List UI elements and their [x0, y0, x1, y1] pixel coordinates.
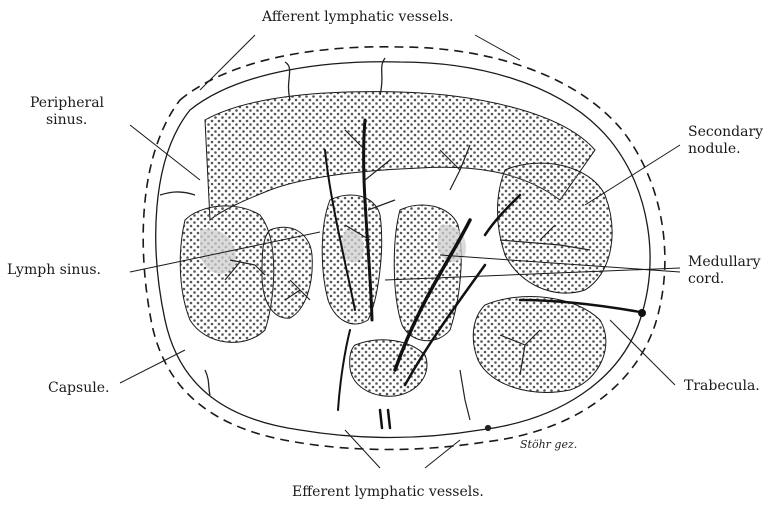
label-peripheral-sinus-line1: Peripheral — [30, 95, 104, 112]
label-medullary-cord-line1: Medullary — [688, 254, 761, 271]
label-secondary-nodule: Secondary nodule. — [688, 124, 763, 158]
label-medullary-cord: Medullary cord. — [688, 254, 761, 288]
label-capsule: Capsule. — [48, 380, 109, 397]
label-peripheral-sinus-line2: sinus. — [30, 112, 104, 129]
label-secondary-nodule-line1: Secondary — [688, 124, 763, 141]
label-efferent-lymphatic-vessels: Efferent lymphatic vessels. — [292, 484, 484, 501]
label-secondary-nodule-line2: nodule. — [688, 141, 763, 158]
label-afferent-lymphatic-vessels: Afferent lymphatic vessels. — [262, 9, 454, 26]
label-trabecula: Trabecula. — [684, 378, 760, 395]
label-medullary-cord-line2: cord. — [688, 271, 761, 288]
label-lymph-sinus: Lymph sinus. — [7, 262, 101, 279]
artist-signature: Stöhr gez. — [520, 438, 577, 451]
label-peripheral-sinus: Peripheral sinus. — [30, 95, 104, 129]
